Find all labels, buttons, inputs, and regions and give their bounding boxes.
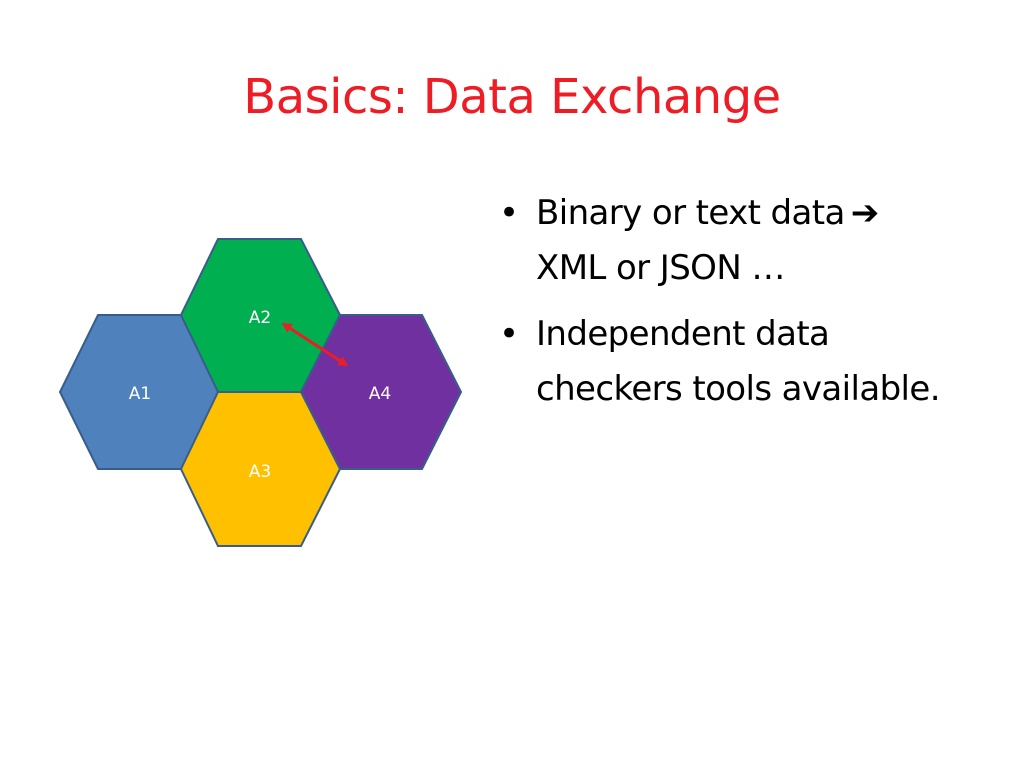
bullet-text: Independent data [536, 314, 830, 354]
hexagon-a2-label: A2 [249, 308, 271, 328]
bullet-item: • Independent data checkers tools availa… [495, 307, 1015, 417]
bullet-text-line2: checkers tools available. [536, 369, 941, 409]
right-arrow-icon: ➔ [850, 193, 879, 233]
double-arrow-icon [281, 322, 349, 367]
bullet-dot-icon: • [499, 314, 519, 354]
hexagon-a4-label: A4 [369, 384, 391, 404]
bullet-item: • Binary or text data➔ XML or JSON … [495, 186, 1015, 296]
bullet-text: Binary or text data [536, 193, 845, 233]
hexagon-a3-label: A3 [249, 462, 271, 482]
hexagon-a3 [179, 391, 342, 547]
bullet-dot-icon: • [499, 193, 519, 233]
bullet-list: • Binary or text data➔ XML or JSON … • I… [495, 186, 1015, 428]
slide-title: Basics: Data Exchange [243, 69, 781, 125]
hexagon-a1-label: A1 [129, 384, 151, 404]
bullet-text-line2: XML or JSON … [536, 248, 785, 288]
